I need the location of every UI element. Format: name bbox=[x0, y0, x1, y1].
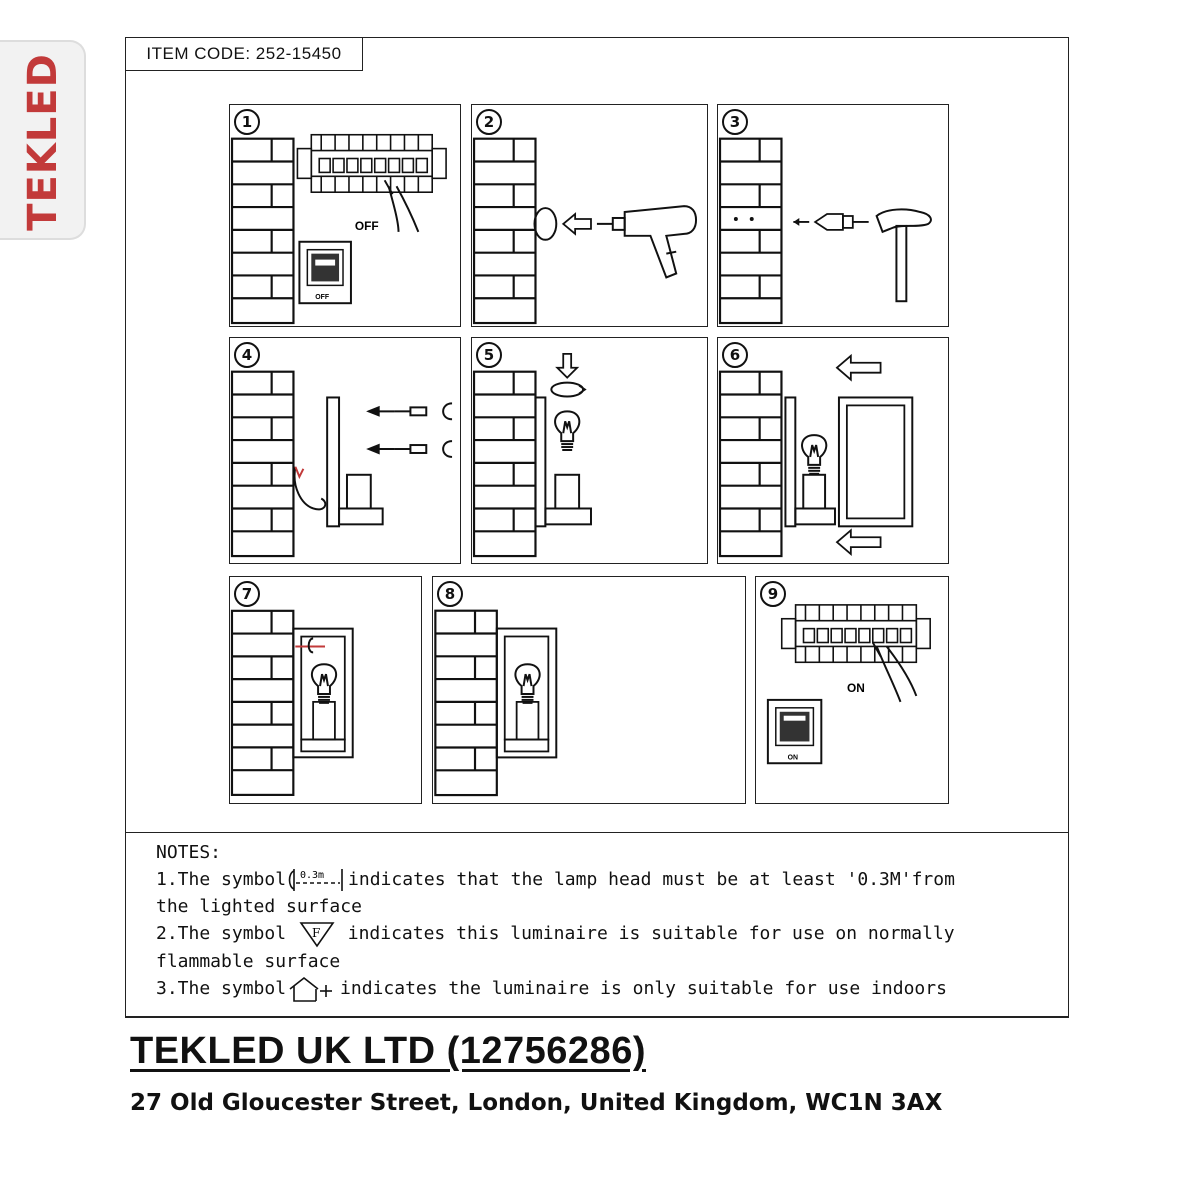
note-2-suffix: indicates this luminaire is suitable for… bbox=[347, 923, 955, 944]
flammable-symbol-text: F bbox=[312, 926, 320, 940]
hammer-icon bbox=[875, 208, 932, 303]
bulb-icon bbox=[801, 434, 828, 475]
step-8-panel: 8 bbox=[432, 576, 746, 804]
step-2-illustration bbox=[472, 137, 698, 325]
step-3-number: 3 bbox=[722, 109, 748, 135]
step-6-panel: 6 bbox=[717, 337, 949, 564]
brand-logo: TEKLED bbox=[0, 40, 86, 240]
step-6-number: 6 bbox=[722, 342, 748, 368]
distance-symbol-icon: 0.3m bbox=[288, 869, 343, 891]
step-4-number: 4 bbox=[234, 342, 260, 368]
off-box-label: OFF bbox=[315, 294, 329, 301]
note-2-continued: flammable surface bbox=[156, 951, 341, 972]
step-8-illustration bbox=[434, 609, 558, 797]
step-4-illustration bbox=[230, 370, 453, 558]
off-switch-label: OFF bbox=[355, 219, 379, 233]
step-5-panel: 5 bbox=[471, 337, 708, 564]
step-1-panel: OFF OFF 1 bbox=[229, 104, 461, 327]
step-2-panel: 2 bbox=[471, 104, 708, 327]
bulb-icon bbox=[554, 410, 581, 451]
on-switch-label: ON bbox=[847, 681, 865, 695]
logo-text: TEKLED bbox=[20, 53, 66, 231]
company-address: 27 Old Gloucester Street, London, United… bbox=[130, 1090, 943, 1116]
note-1-suffix: indicates that the lamp head must be at … bbox=[348, 869, 955, 890]
step-8-number: 8 bbox=[437, 581, 463, 607]
company-name: TEKLED UK LTD (12756286) bbox=[130, 1030, 646, 1072]
step-4-panel: 4 bbox=[229, 337, 461, 564]
note-3-suffix: indicates the luminaire is only suitable… bbox=[340, 978, 947, 999]
note-3-prefix: 3.The symbol bbox=[156, 978, 287, 999]
item-code: ITEM CODE: 252-15450 bbox=[125, 37, 363, 71]
note-2: 2.The symbol F indicates this luminaire … bbox=[156, 920, 1068, 948]
step-7-number: 7 bbox=[234, 581, 260, 607]
bulb-icon bbox=[514, 663, 541, 704]
flammable-surface-symbol-icon: F bbox=[299, 922, 335, 948]
indoor-use-house-icon bbox=[289, 976, 333, 1002]
step-9-panel: ON ON 9 bbox=[755, 576, 949, 804]
drill-icon bbox=[596, 205, 698, 279]
distance-symbol-text: 0.3m bbox=[300, 870, 324, 881]
step-2-number: 2 bbox=[476, 109, 502, 135]
step-7-illustration bbox=[230, 609, 354, 796]
note-1-prefix: 1.The symbol bbox=[156, 869, 287, 890]
step-7-panel: 7 bbox=[229, 576, 422, 804]
notes-section: NOTES: 1.The symbol 0.3m indicates that th… bbox=[125, 832, 1069, 1018]
step-3-illustration bbox=[718, 137, 932, 325]
instruction-sheet bbox=[125, 37, 1069, 1017]
step-6-illustration bbox=[718, 353, 914, 558]
step-1-illustration: OFF OFF bbox=[230, 133, 447, 325]
note-1-continued: the lighted surface bbox=[156, 896, 362, 917]
bulb-icon bbox=[310, 663, 338, 704]
step-9-number: 9 bbox=[760, 581, 786, 607]
on-box-label: ON bbox=[788, 754, 798, 761]
step-5-number: 5 bbox=[476, 342, 502, 368]
step-3-panel: 3 bbox=[717, 104, 949, 327]
note-2-prefix: 2.The symbol bbox=[156, 923, 287, 944]
note-3: 3.The symbol indicates the luminaire is o… bbox=[156, 975, 1068, 1003]
step-5-illustration bbox=[472, 352, 592, 558]
step-9-illustration: ON ON bbox=[766, 604, 931, 765]
step-1-number: 1 bbox=[234, 109, 260, 135]
note-1: 1.The symbol 0.3m indicates that the lamp … bbox=[156, 866, 1068, 893]
notes-title: NOTES: bbox=[156, 842, 222, 863]
